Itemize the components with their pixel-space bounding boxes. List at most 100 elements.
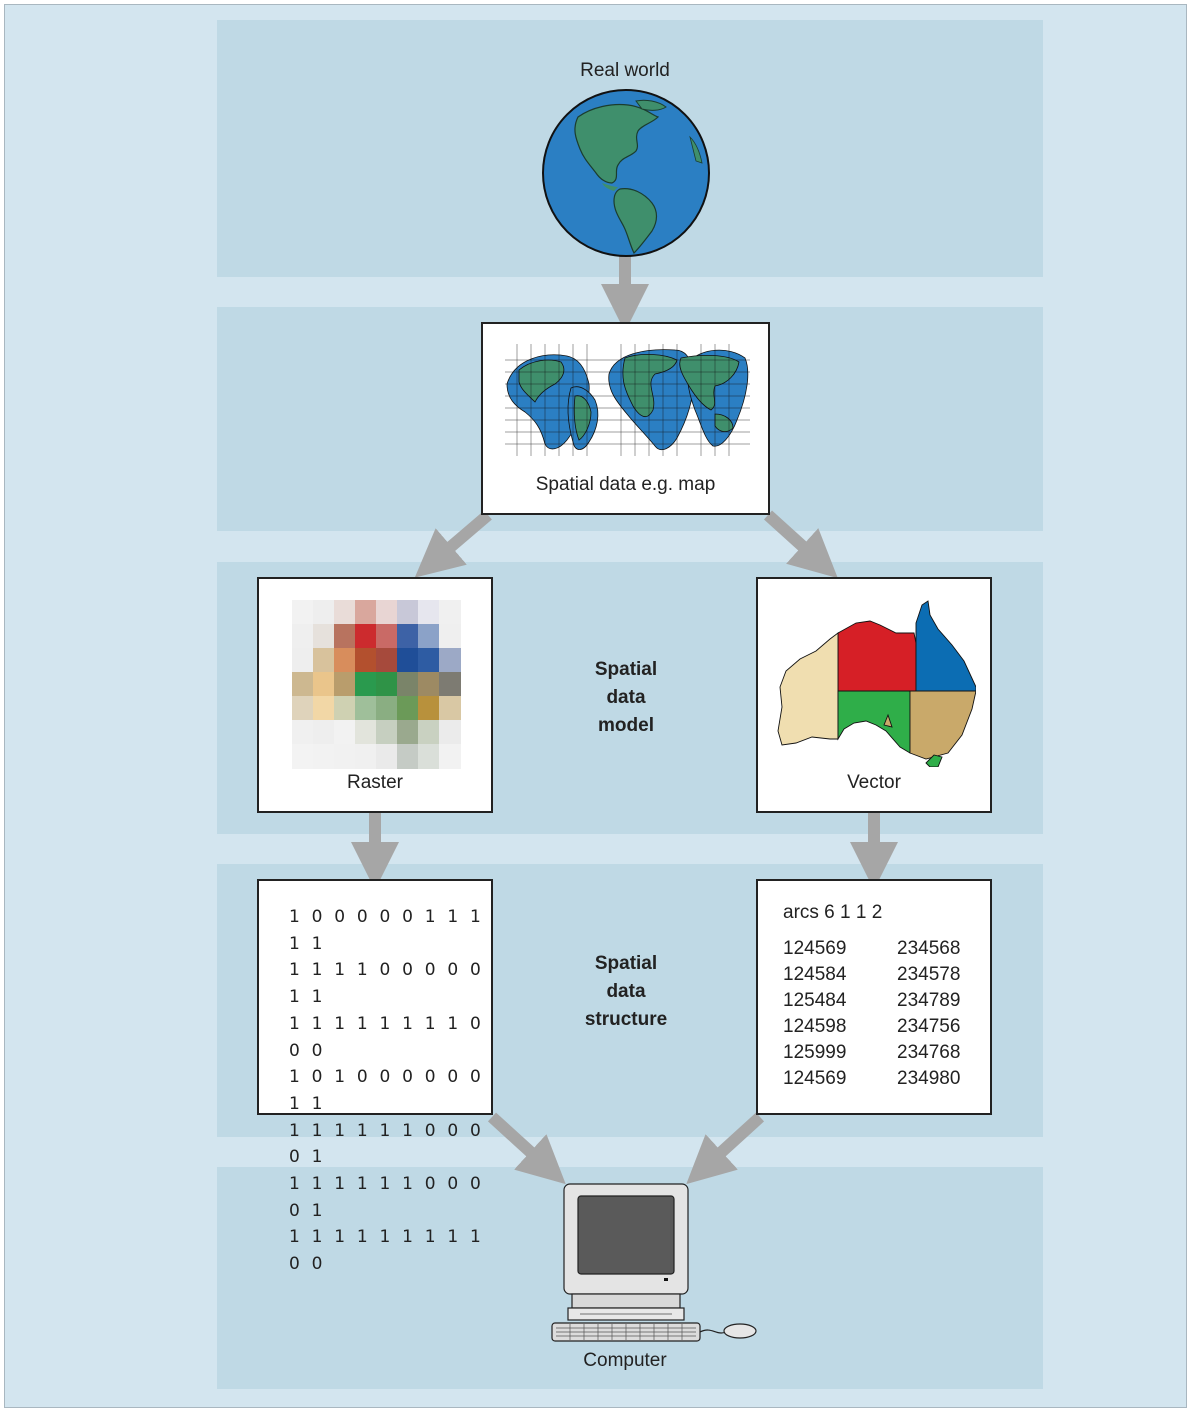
raster-cell: [313, 624, 335, 649]
vector-label: Vector: [847, 772, 901, 793]
structure-line-2: data: [606, 981, 646, 1002]
raster-cell: [355, 696, 377, 721]
vector-y: 234578: [897, 964, 961, 985]
raster-cell: [355, 624, 377, 649]
raster-cell: [376, 624, 398, 649]
raster-cell: [439, 672, 461, 697]
vector-x: 125484: [783, 990, 847, 1011]
raster-cell: [334, 672, 356, 697]
raster-cell: [418, 744, 440, 769]
raster-cell: [313, 744, 335, 769]
raster-cell: [292, 624, 314, 649]
arrow-map-to-raster: [414, 510, 492, 578]
raster-cell: [418, 624, 440, 649]
computer-icon: [551, 1183, 757, 1342]
vector-y: 234980: [897, 1068, 961, 1089]
raster-cell: [355, 744, 377, 769]
raster-cell: [439, 744, 461, 769]
raster-cell: [355, 648, 377, 673]
raster-cell: [292, 744, 314, 769]
vector-structure-header: arcs 6 1 1 2: [783, 902, 883, 923]
raster-cell: [313, 696, 335, 721]
raster-cell: [376, 648, 398, 673]
vector-x: 124569: [783, 1068, 847, 1089]
spatial-data-structure-label: Spatial data structure: [556, 950, 696, 1034]
vector-row: 125999 234768: [783, 1040, 983, 1066]
vector-y: 234789: [897, 990, 961, 1011]
raster-cell: [397, 720, 419, 745]
raster-cell: [292, 696, 314, 721]
model-line-2: data: [606, 687, 646, 708]
raster-row: 1 1 1 1 1 1 0 0 0 0 1: [289, 1174, 484, 1221]
raster-cell: [376, 720, 398, 745]
arrow-vector-to-computer: [686, 1112, 765, 1185]
raster-cell: [376, 744, 398, 769]
vector-row: 124584 234578: [783, 962, 983, 988]
raster-cell: [439, 696, 461, 721]
vector-row: 124569 234568: [783, 936, 983, 962]
raster-box: Raster: [257, 577, 493, 813]
raster-cell: [418, 696, 440, 721]
raster-cell: [313, 672, 335, 697]
vector-y: 234756: [897, 1016, 961, 1037]
raster-cell: [313, 720, 335, 745]
raster-cell: [439, 648, 461, 673]
raster-cell: [439, 600, 461, 625]
raster-cell: [397, 624, 419, 649]
raster-row: 1 1 1 1 0 0 0 0 0 1 1: [289, 960, 484, 1008]
vector-x: 125999: [783, 1042, 847, 1063]
raster-label: Raster: [347, 772, 403, 793]
spatial-data-label: Spatial data e.g. map: [535, 474, 716, 495]
vector-box: Vector: [756, 577, 992, 813]
raster-cell: [313, 648, 335, 673]
raster-cell: [334, 720, 356, 745]
arrow-map-to-vector: [763, 510, 838, 579]
raster-cell: [439, 624, 461, 649]
vector-x: 124584: [783, 964, 847, 985]
spatial-data-model-label: Spatial data model: [556, 656, 696, 740]
raster-cell: [292, 672, 314, 697]
raster-cell: [418, 600, 440, 625]
raster-row: 1 0 0 0 0 0 1 1 1 1 1: [289, 907, 484, 954]
raster-cell: [334, 600, 356, 625]
real-world-label: Real world: [580, 60, 670, 81]
raster-cell: [376, 696, 398, 721]
raster-row: 1 1 1 1 1 1 1 1 1 0 0: [289, 1227, 484, 1275]
raster-cell: [418, 720, 440, 745]
vector-x: 124598: [783, 1016, 847, 1037]
raster-cell: [397, 696, 419, 721]
raster-cell: [376, 672, 398, 697]
raster-structure-box: 1 0 0 0 0 0 1 1 1 1 1 1 1 1 1 0 0 0 0 0 …: [257, 879, 493, 1274]
raster-structure-rows: 1 0 0 0 0 0 1 1 1 1 1 1 1 1 1 0 0 0 0 0 …: [289, 904, 491, 1278]
raster-cell: [292, 648, 314, 673]
raster-row: 1 1 1 1 1 1 1 1 0 0 0: [289, 1013, 484, 1061]
vector-y: 234568: [897, 938, 961, 959]
raster-cell: [355, 600, 377, 625]
vector-row: 124598 234756: [783, 1014, 983, 1040]
raster-cell: [376, 600, 398, 625]
raster-cell: [355, 720, 377, 745]
raster-image: [292, 600, 461, 769]
raster-cell: [334, 648, 356, 673]
structure-line-3: structure: [584, 1009, 668, 1030]
raster-cell: [334, 696, 356, 721]
vector-y: 234768: [897, 1042, 961, 1063]
raster-row: 1 1 1 1 1 1 0 0 0 0 1: [289, 1120, 484, 1168]
globe-icon: [542, 89, 710, 257]
spatial-data-box: Spatial data e.g. map: [481, 322, 770, 515]
vector-row: 124569 234980: [783, 1066, 983, 1092]
australia-vector-icon: [777, 600, 976, 767]
computer-label: Computer: [583, 1350, 667, 1371]
raster-cell: [292, 600, 314, 625]
model-line-1: Spatial: [594, 659, 658, 680]
world-map-icon: [505, 344, 750, 456]
vector-structure-box: arcs 6 1 1 2 124569 234568 124584 234578 1…: [756, 879, 992, 1115]
raster-cell: [292, 720, 314, 745]
raster-cell: [334, 744, 356, 769]
raster-cell: [397, 744, 419, 769]
raster-row: 1 0 1 0 0 0 0 0 0 1 1: [289, 1067, 484, 1114]
raster-cell: [418, 648, 440, 673]
vector-row: 125484 234789: [783, 988, 983, 1014]
model-line-3: model: [598, 715, 654, 736]
vector-x: 124569: [783, 938, 847, 959]
